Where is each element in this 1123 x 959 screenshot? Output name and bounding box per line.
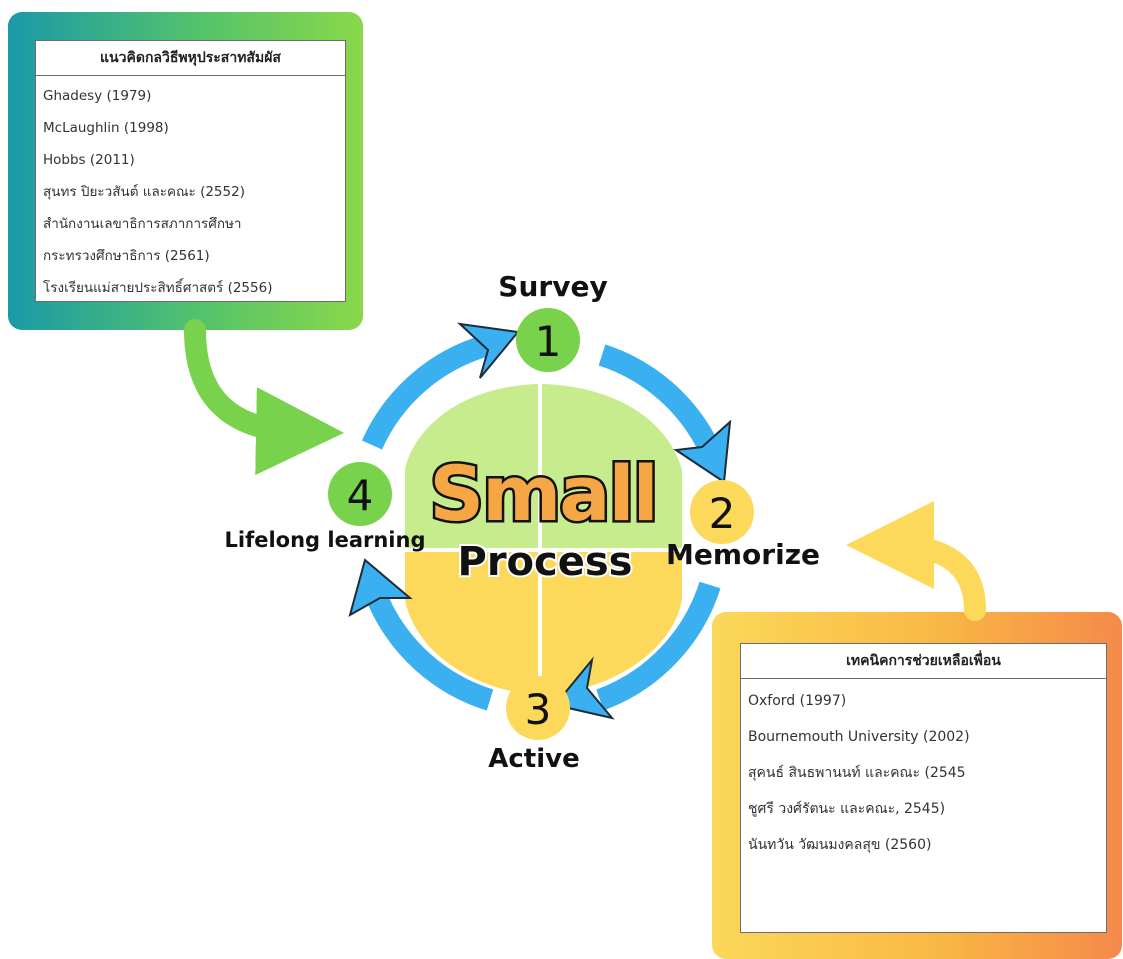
small-title: Small <box>429 449 656 538</box>
step-3-number: 3 <box>525 685 552 734</box>
list-item: โรงเรียนแม่สายประสิทธิ์ศาสตร์ (2556) <box>43 280 273 296</box>
step-2-label: Memorize <box>666 538 820 571</box>
quadrant-bottom-right <box>542 552 682 695</box>
quadrant-bottom-left <box>405 552 538 695</box>
right-reference-title: เทคนิคการช่วยเหลือเพื่อน <box>741 644 1106 679</box>
arc-memorize-to-active <box>596 581 721 711</box>
arc-survey-to-memorize <box>598 344 720 455</box>
step-2: 2 Memorize <box>666 480 820 571</box>
step-4: 4 Lifelong learning <box>225 462 426 552</box>
step-1-number: 1 <box>535 317 562 366</box>
list-item: สำนักงานเลขาธิการสภาการศึกษา <box>43 216 242 232</box>
list-item: สุคนธ์ สินธพานนท์ และคณะ (2545 <box>748 765 966 781</box>
list-item: Oxford (1997) <box>748 693 847 709</box>
list-item: McLaughlin (1998) <box>43 120 169 136</box>
arc-active-to-lifelong <box>367 595 494 711</box>
yellow-connector-arrow <box>846 501 986 621</box>
step-4-number: 4 <box>347 471 374 520</box>
arrowhead-icon <box>673 419 732 484</box>
list-item: Ghadesy (1979) <box>43 88 152 104</box>
quadrant-top-left <box>405 384 538 548</box>
quadrant-top-right <box>542 384 682 548</box>
left-reference-title: แนวคิดกลวิธีพหุประสาทสัมผัส <box>36 41 345 76</box>
step-2-number: 2 <box>709 489 736 538</box>
list-item: สุนทร ปิยะวสันต์ และคณะ (2552) <box>43 184 245 200</box>
green-connector-arrow <box>184 319 344 476</box>
step-4-label: Lifelong learning <box>225 528 426 552</box>
list-item: ชูศรี วงศ์รัตนะ และคณะ, 2545) <box>748 801 946 817</box>
right-reference-table: เทคนิคการช่วยเหลือเพื่อน Oxford (1997) B… <box>740 643 1107 933</box>
step-3: 3 Active <box>488 676 580 774</box>
list-item: Hobbs (2011) <box>43 152 135 168</box>
arrowhead-icon <box>348 558 413 618</box>
process-subtitle: Process <box>458 539 633 585</box>
list-item: นันทวัน วัฒนมงคลสุข (2560) <box>748 837 932 853</box>
list-item: Bournemouth University (2002) <box>748 729 970 745</box>
step-1: 1 Survey <box>498 270 608 372</box>
left-reference-list: Ghadesy (1979) McLaughlin (1998) Hobbs (… <box>36 76 345 308</box>
arrowhead-icon <box>456 322 520 379</box>
left-reference-table: แนวคิดกลวิธีพหุประสาทสัมผัส Ghadesy (197… <box>35 40 346 302</box>
step-1-label: Survey <box>498 270 607 303</box>
arc-lifelong-to-survey <box>361 334 492 450</box>
center-title: Small Process <box>427 447 661 588</box>
center-brain-shape <box>405 384 682 695</box>
step-3-label: Active <box>488 744 579 774</box>
right-reference-list: Oxford (1997) Bournemouth University (20… <box>741 679 1106 867</box>
cycle-arrows <box>348 322 732 720</box>
list-item: กระทรวงศึกษาธิการ (2561) <box>43 248 210 264</box>
